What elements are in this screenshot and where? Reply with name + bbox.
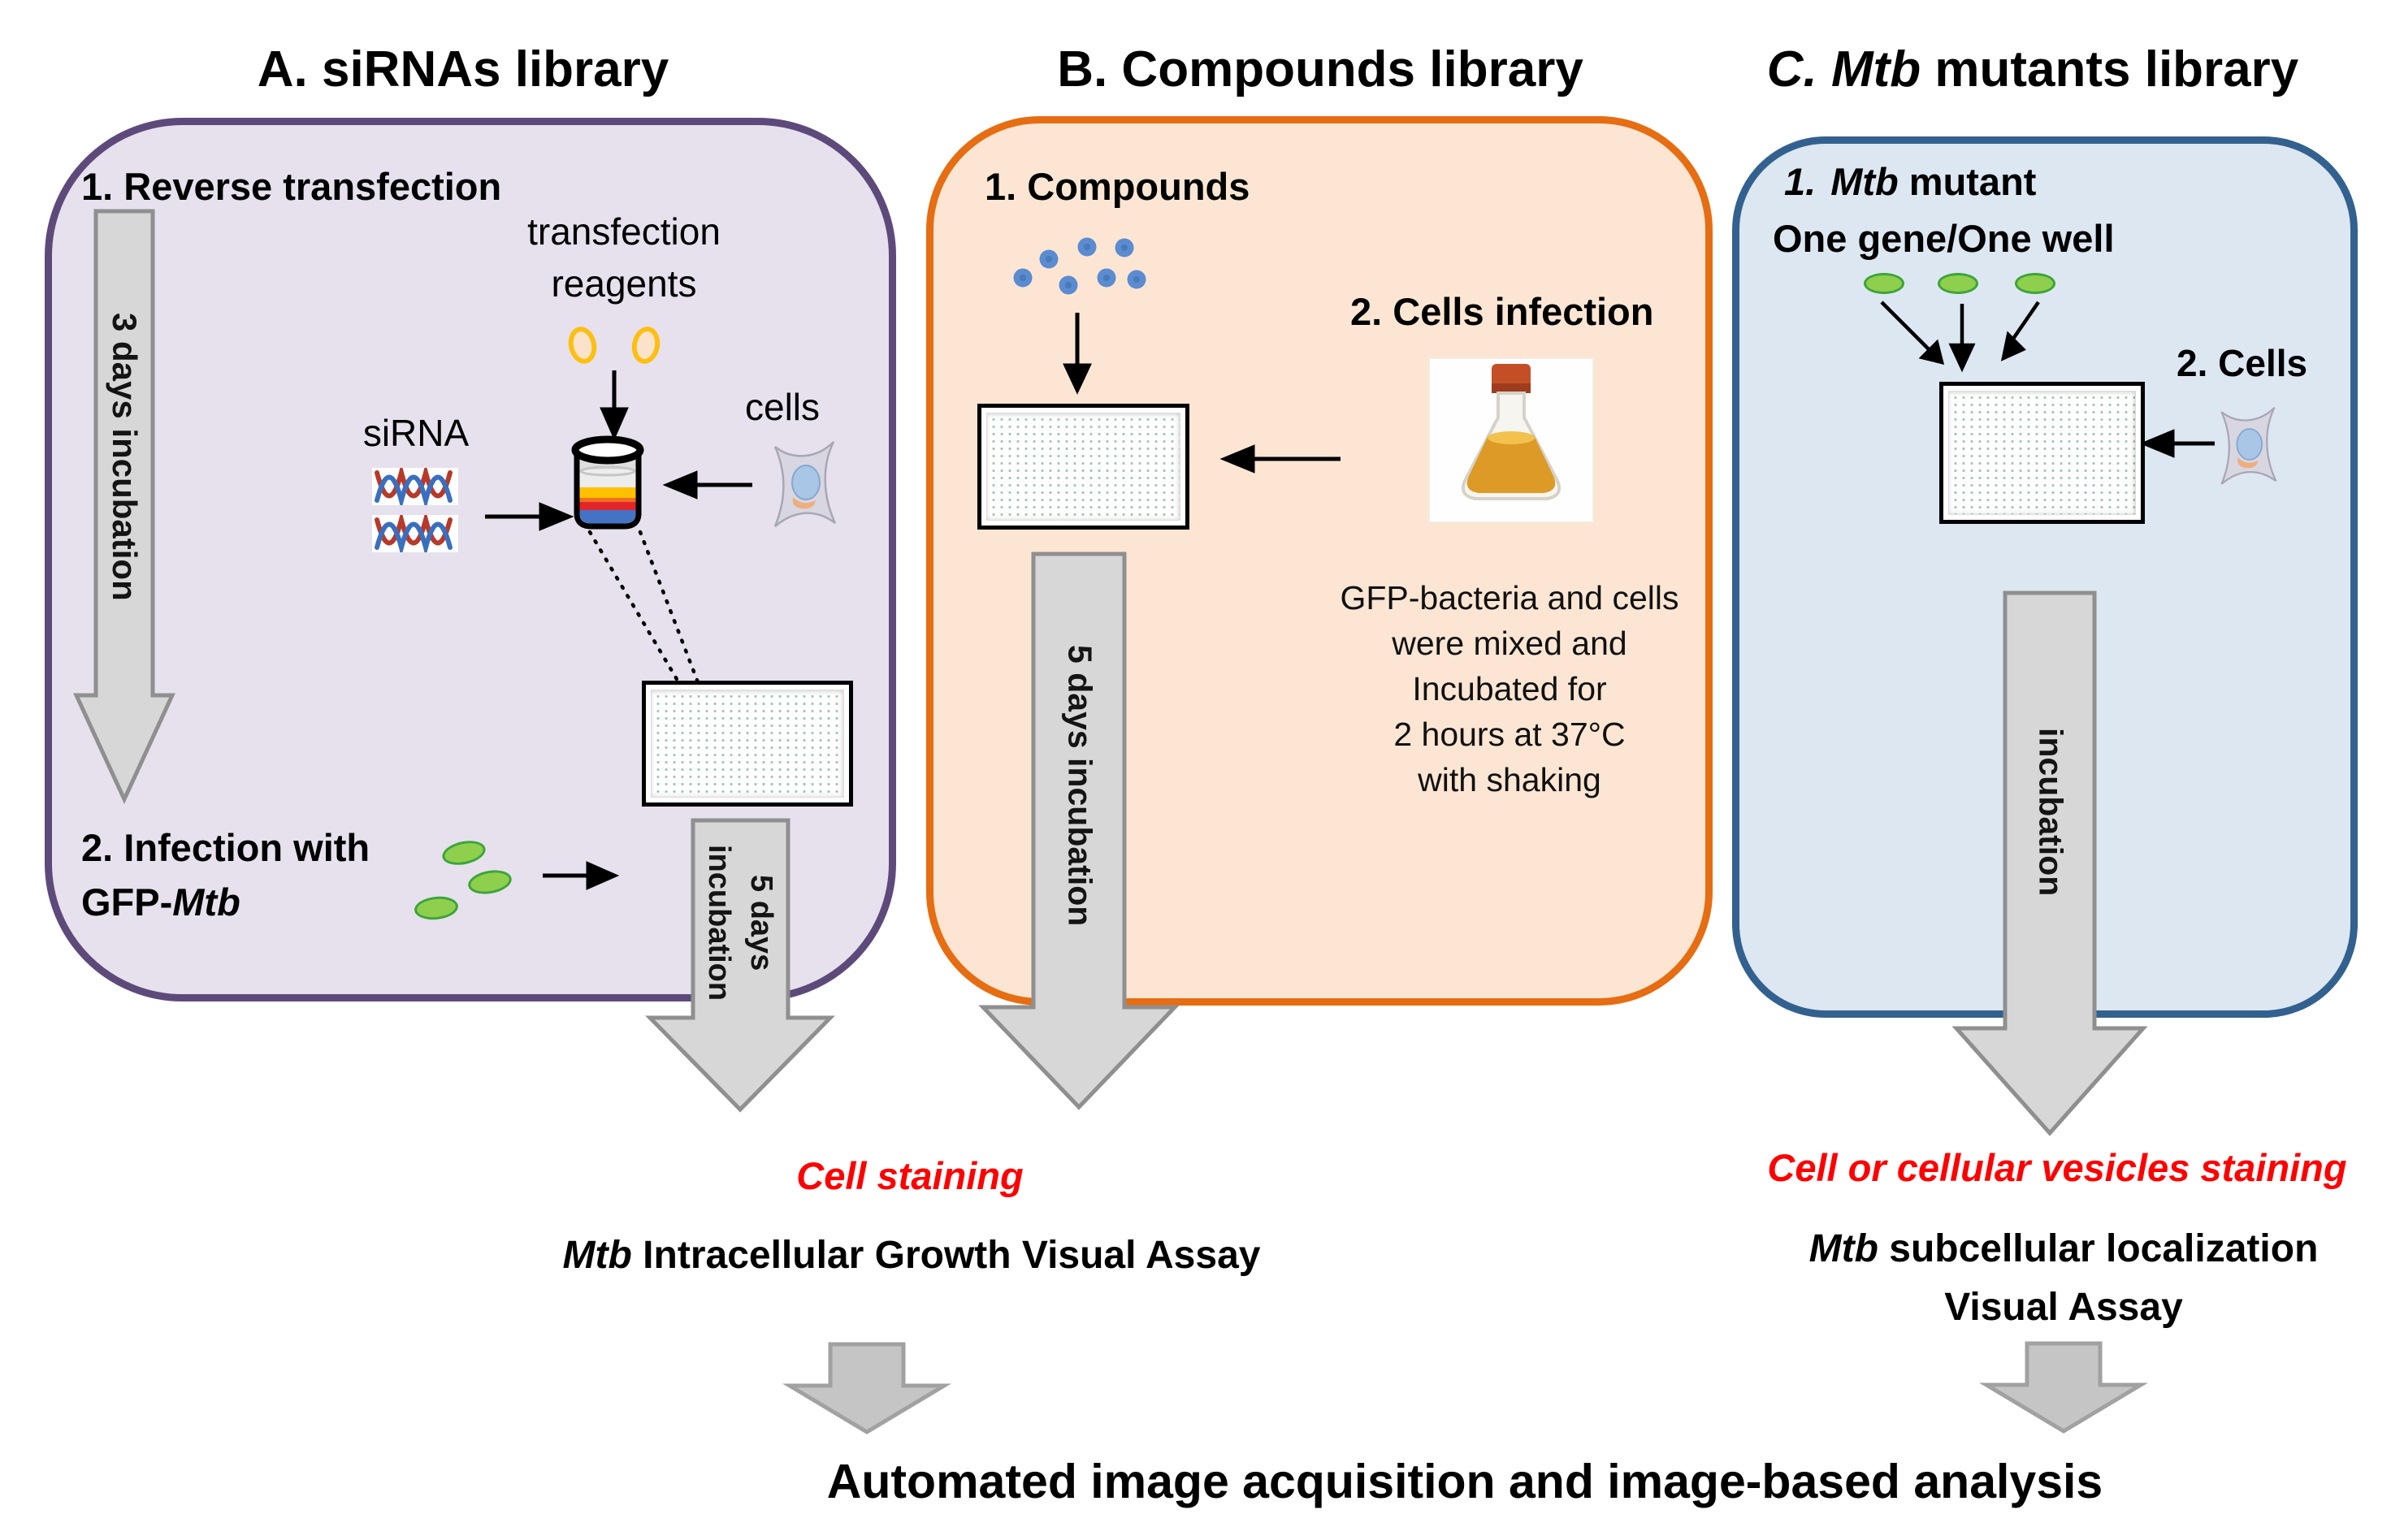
sirna-label: siRNA <box>362 412 470 454</box>
mixing-tube-icon <box>571 435 644 530</box>
cell-icon <box>773 441 837 527</box>
microplate-b <box>977 404 1189 530</box>
incubation-text: incubation <box>702 844 736 1001</box>
panel-a-title-text: siRNAs library <box>307 41 669 97</box>
culture-flask-icon <box>1430 359 1592 521</box>
step-compounds: 1. Compounds <box>985 165 1250 208</box>
right-down-block-arrow <box>1978 1341 2149 1434</box>
panel-b-title: B. Compounds library <box>1057 41 1583 98</box>
growth-assay-label: Mtb Intracellular Growth Visual Assay <box>563 1233 1261 1278</box>
step-number-italic: 1. <box>1784 160 1817 203</box>
panel-c-title-text: mutants library <box>1921 41 2299 97</box>
note-line: with shaking <box>1418 761 1601 798</box>
step-cells-c: 2. Cells <box>2177 342 2308 384</box>
transfection-reagents-label-1: transfection <box>527 210 721 253</box>
note-line: were mixed and <box>1392 625 1627 662</box>
microplate-a <box>642 681 853 807</box>
panel-c-title: C. Mtb mutants library <box>1767 41 2299 98</box>
panel-b-title-letter: B. <box>1057 41 1108 97</box>
dna-helix-icon <box>372 515 458 552</box>
step-cells-infection: 2. Cells infection <box>1350 290 1654 333</box>
note-line: GFP-bacteria and cells <box>1340 579 1679 616</box>
step-infection-line2: GFP-Mtb <box>81 880 240 924</box>
panel-c-title-mtb: Mtb <box>1830 41 1921 97</box>
microplate-b-wells <box>986 413 1180 521</box>
incubation-label-c: incubation <box>2032 728 2070 897</box>
note-line: 2 hours at 37°C <box>1393 716 1626 753</box>
mutant-text: mutant <box>1898 160 2037 203</box>
mtb-italic: Mtb <box>562 1234 632 1277</box>
assay-text: Intracellular Growth Visual Assay <box>631 1234 1261 1277</box>
dna-helix-icon <box>372 468 458 505</box>
panel-a-title: A. siRNAs library <box>258 41 669 98</box>
vesicles-staining-label: Cell or cellular vesicles staining <box>1767 1146 2347 1189</box>
microplate-c <box>1939 382 2145 524</box>
panel-c-title-letter: C. <box>1766 41 1817 97</box>
step-reverse-transfection: 1. Reverse transfection <box>81 165 502 208</box>
step-mtb-mutant: 1. Mtb mutant <box>1784 159 2036 204</box>
panel-a-title-letter: A. <box>257 41 308 97</box>
cells-label-a: cells <box>744 386 821 428</box>
five-days-text: 5 days <box>744 874 778 971</box>
five-days-incubation-label-a: 5 days incubation <box>698 827 782 1019</box>
mtb-mutant-icon <box>2015 273 2055 294</box>
mtb-italic: Mtb <box>172 880 240 924</box>
three-days-incubation-label: 3 days incubation <box>106 313 144 601</box>
five-days-incubation-label-b: 5 days incubation <box>1061 645 1099 927</box>
localization-assay-label-1: Mtb subcellular localization <box>1809 1226 2319 1271</box>
cell-icon <box>2220 406 2277 485</box>
localization-assay-label-2: Visual Assay <box>1944 1286 2183 1329</box>
step-infection-line1: 2. Infection with <box>81 826 370 869</box>
infection-note: GFP-bacteria and cells were mixed and In… <box>1340 575 1678 802</box>
panel-b-title-text: Compounds library <box>1107 41 1583 97</box>
one-gene-one-well: One gene/One well <box>1773 217 2115 260</box>
compound-dots-icon <box>1013 237 1146 295</box>
footer-analysis-label: Automated image acquisition and image-ba… <box>826 1455 2103 1508</box>
transfection-reagents-label-2: reagents <box>551 262 697 305</box>
mtb-mutant-icon <box>1938 273 1978 294</box>
microplate-a-wells <box>651 690 844 798</box>
gfp-prefix: GFP- <box>81 880 173 924</box>
mtb-italic: Mtb <box>1808 1227 1878 1270</box>
cell-staining-label: Cell staining <box>796 1154 1024 1197</box>
microplate-c-wells <box>1948 391 2136 515</box>
note-line: Incubated for <box>1412 670 1607 707</box>
mtb-mutant-icon <box>1864 273 1904 294</box>
left-down-block-arrow <box>782 1342 952 1434</box>
mtb-italic: Mtb <box>1830 160 1899 203</box>
assay-text: subcellular localization <box>1878 1227 2319 1270</box>
